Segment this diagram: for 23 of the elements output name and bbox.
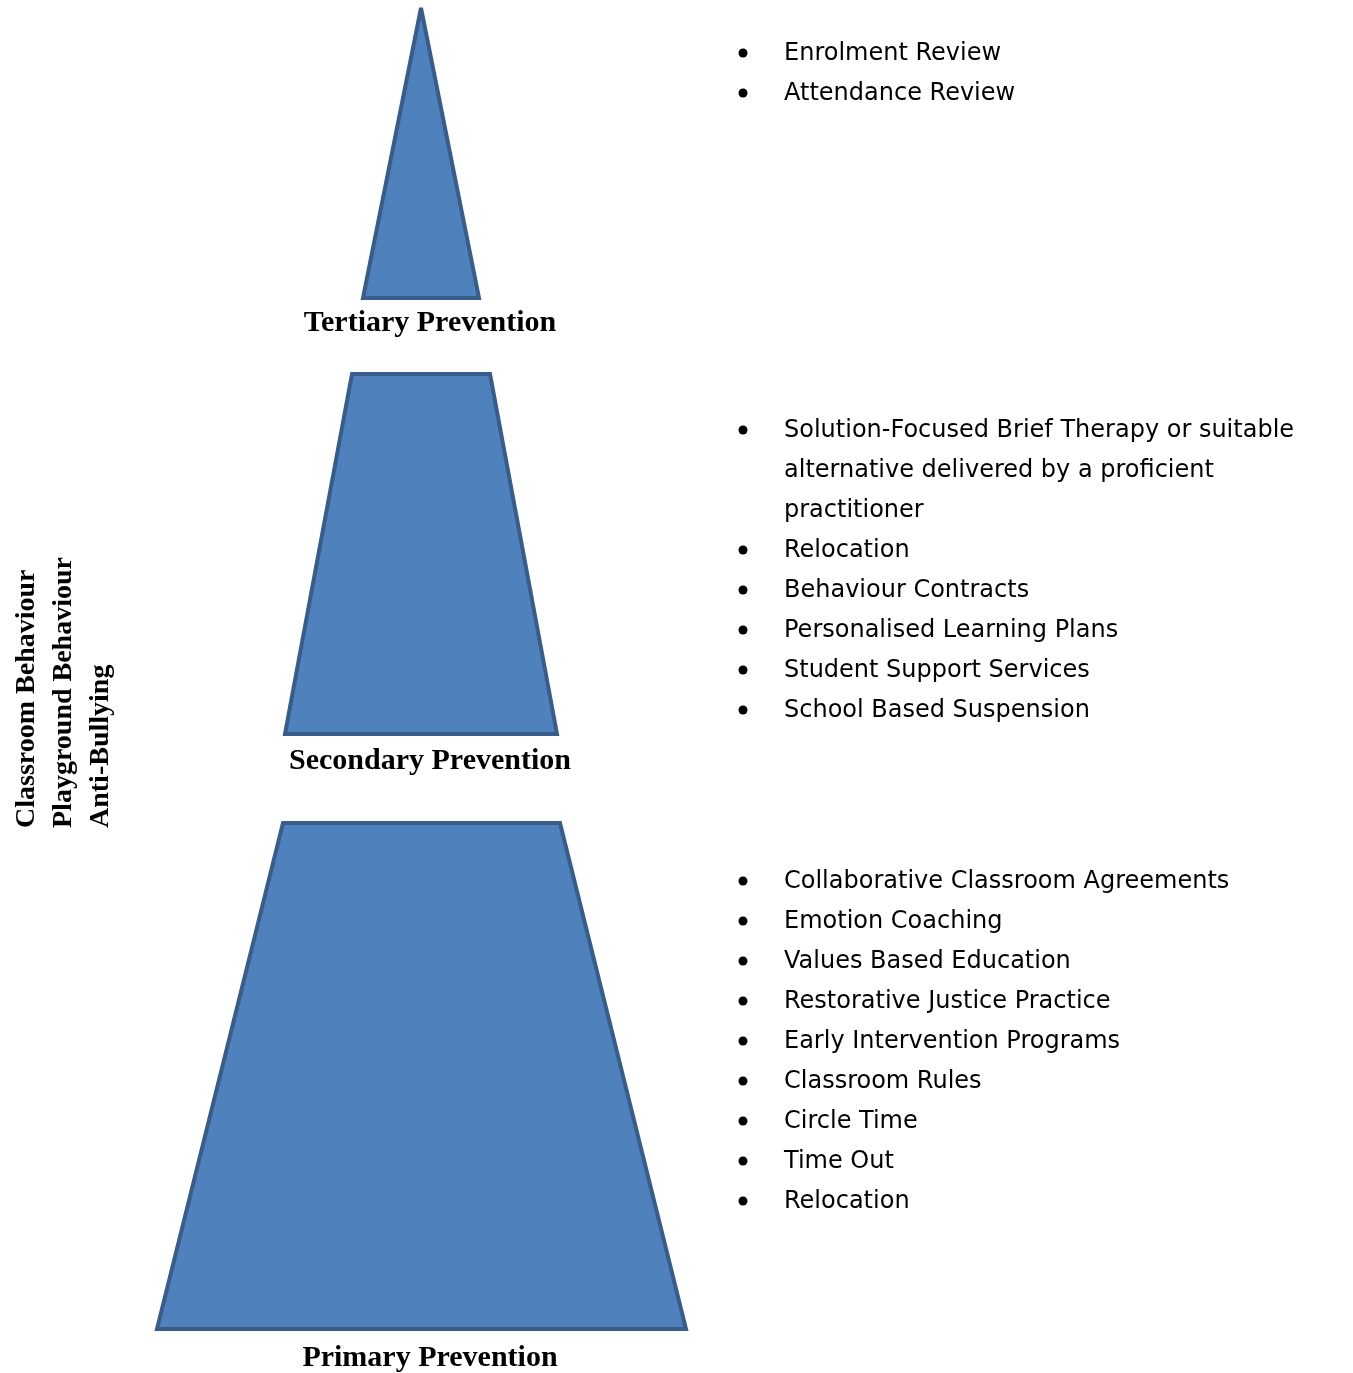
list-item: Solution-Focused Brief Therapy or suitable alternative delivered by a proficient practitioner [784, 415, 1295, 523]
list-item: Time Out [784, 1146, 894, 1174]
list-item: School Based Suspension [784, 695, 1090, 723]
list-item: Early Intervention Programs [784, 1026, 1121, 1054]
list-item: Personalised Learning Plans [784, 615, 1119, 643]
list-item: Student Support Services [784, 655, 1090, 683]
list-item: Relocation [784, 1186, 910, 1214]
list-item: Behaviour Contracts [784, 575, 1030, 603]
side-label: Classroom Behaviour [8, 569, 41, 828]
list-item: Restorative Justice Practice [784, 986, 1111, 1014]
level-heading: Secondary Prevention [288, 742, 572, 776]
list-item: Emotion Coaching [784, 906, 1003, 934]
list-item: Circle Time [784, 1106, 918, 1134]
side-label: Playground Behaviour [45, 557, 78, 828]
list-item: Attendance Review [784, 78, 1016, 106]
list-item: Classroom Rules [784, 1066, 982, 1094]
level-heading: Primary Prevention [301, 1339, 559, 1373]
side-label: Anti-Bullying [82, 664, 115, 828]
level-heading: Tertiary Prevention [302, 304, 558, 338]
list-item: Enrolment Review [784, 38, 1002, 66]
list-item: Collaborative Classroom Agreements [784, 866, 1230, 894]
list-item: Relocation [784, 535, 910, 563]
list-item: Values Based Education [784, 946, 1071, 974]
